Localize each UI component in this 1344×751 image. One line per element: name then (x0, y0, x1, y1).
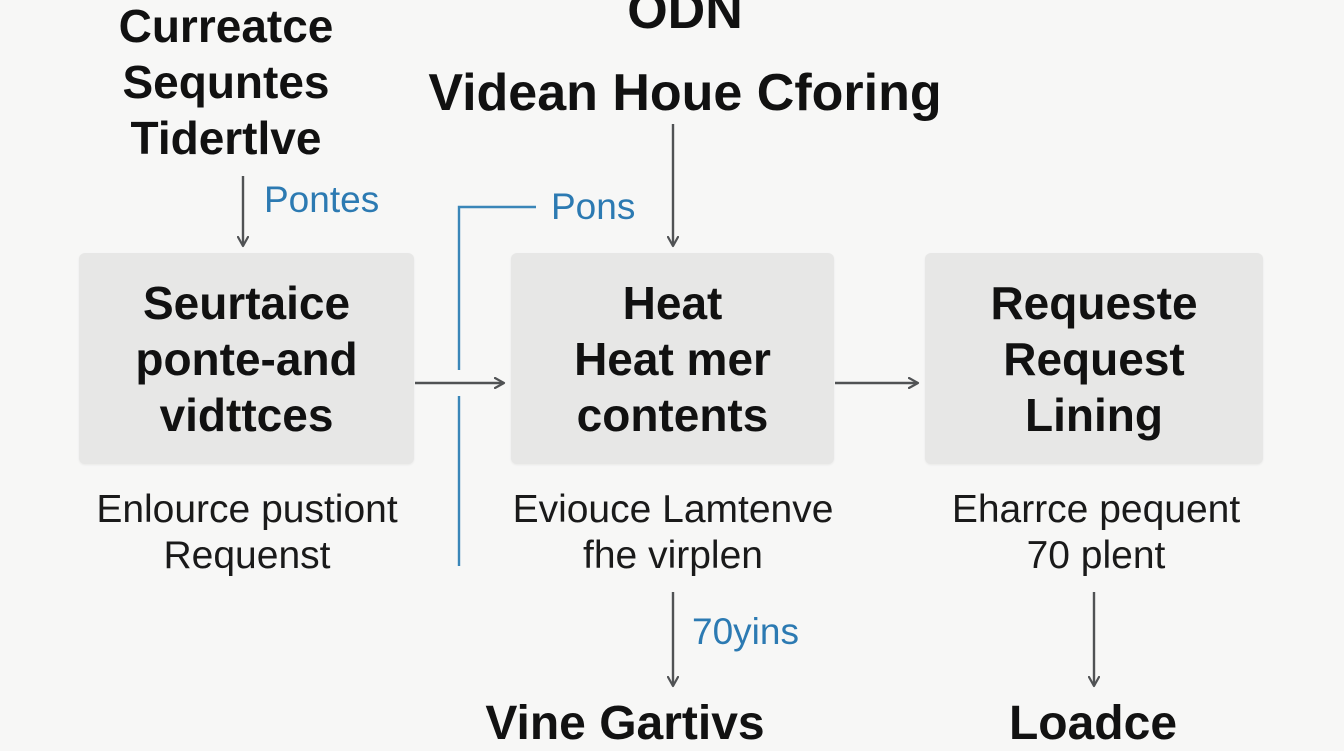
caption-line: Eviouce Lamtenve (512, 488, 834, 531)
box-label-line: Lining (1025, 388, 1163, 441)
box-label-line: contents (576, 388, 769, 441)
left-heading-line: Sequntes (122, 56, 330, 108)
left-heading-line: Tidertlve (130, 112, 322, 164)
blue-branch-line-upper (457, 205, 536, 370)
branch-label-70yins: 70yins (692, 611, 799, 652)
process-box-1: Seurtaice ponte-and vidttces (79, 253, 414, 464)
caption-2: Eviouce Lamtenve fhe virplen (486, 487, 860, 579)
box-label-line: Seurtaice (142, 276, 351, 329)
caption-1: Enlource pustiont Requenst (64, 487, 430, 579)
box-label-line: Requeste (990, 276, 1198, 329)
output-right: Loadce (1008, 697, 1178, 750)
top-title: ODN Videan Houe Cforing (390, 0, 980, 134)
branch-label-pons: Pons (551, 186, 636, 227)
caption-3: Eharrce pequent 70 plent (922, 487, 1270, 579)
left-heading-line: Curreatce (118, 0, 334, 52)
left-heading: Curreatce Sequntes Tidertlve (96, 0, 356, 166)
caption-line: Enlource pustiont (96, 488, 398, 531)
caption-line: Requenst (163, 534, 331, 577)
caption-line: fhe virplen (583, 534, 763, 577)
top-title-line: Videan Houe Cforing (428, 64, 942, 122)
box-label-line: Heat mer (574, 332, 771, 385)
top-title-line: ODN (627, 0, 743, 40)
output-left: Vine Gartivs (485, 697, 765, 750)
box-label-line: vidttces (159, 388, 334, 441)
box-label-line: ponte-and (135, 332, 358, 385)
box-label-line: Heat (622, 276, 723, 329)
process-box-3: Requeste Request Lining (925, 253, 1263, 464)
box-label-line: Request (1003, 332, 1185, 385)
branch-label-pontes: Pontes (264, 179, 380, 220)
caption-line: Eharrce pequent (951, 488, 1241, 531)
process-box-2: Heat Heat mer contents (511, 253, 834, 464)
caption-line: 70 plent (1026, 534, 1166, 577)
